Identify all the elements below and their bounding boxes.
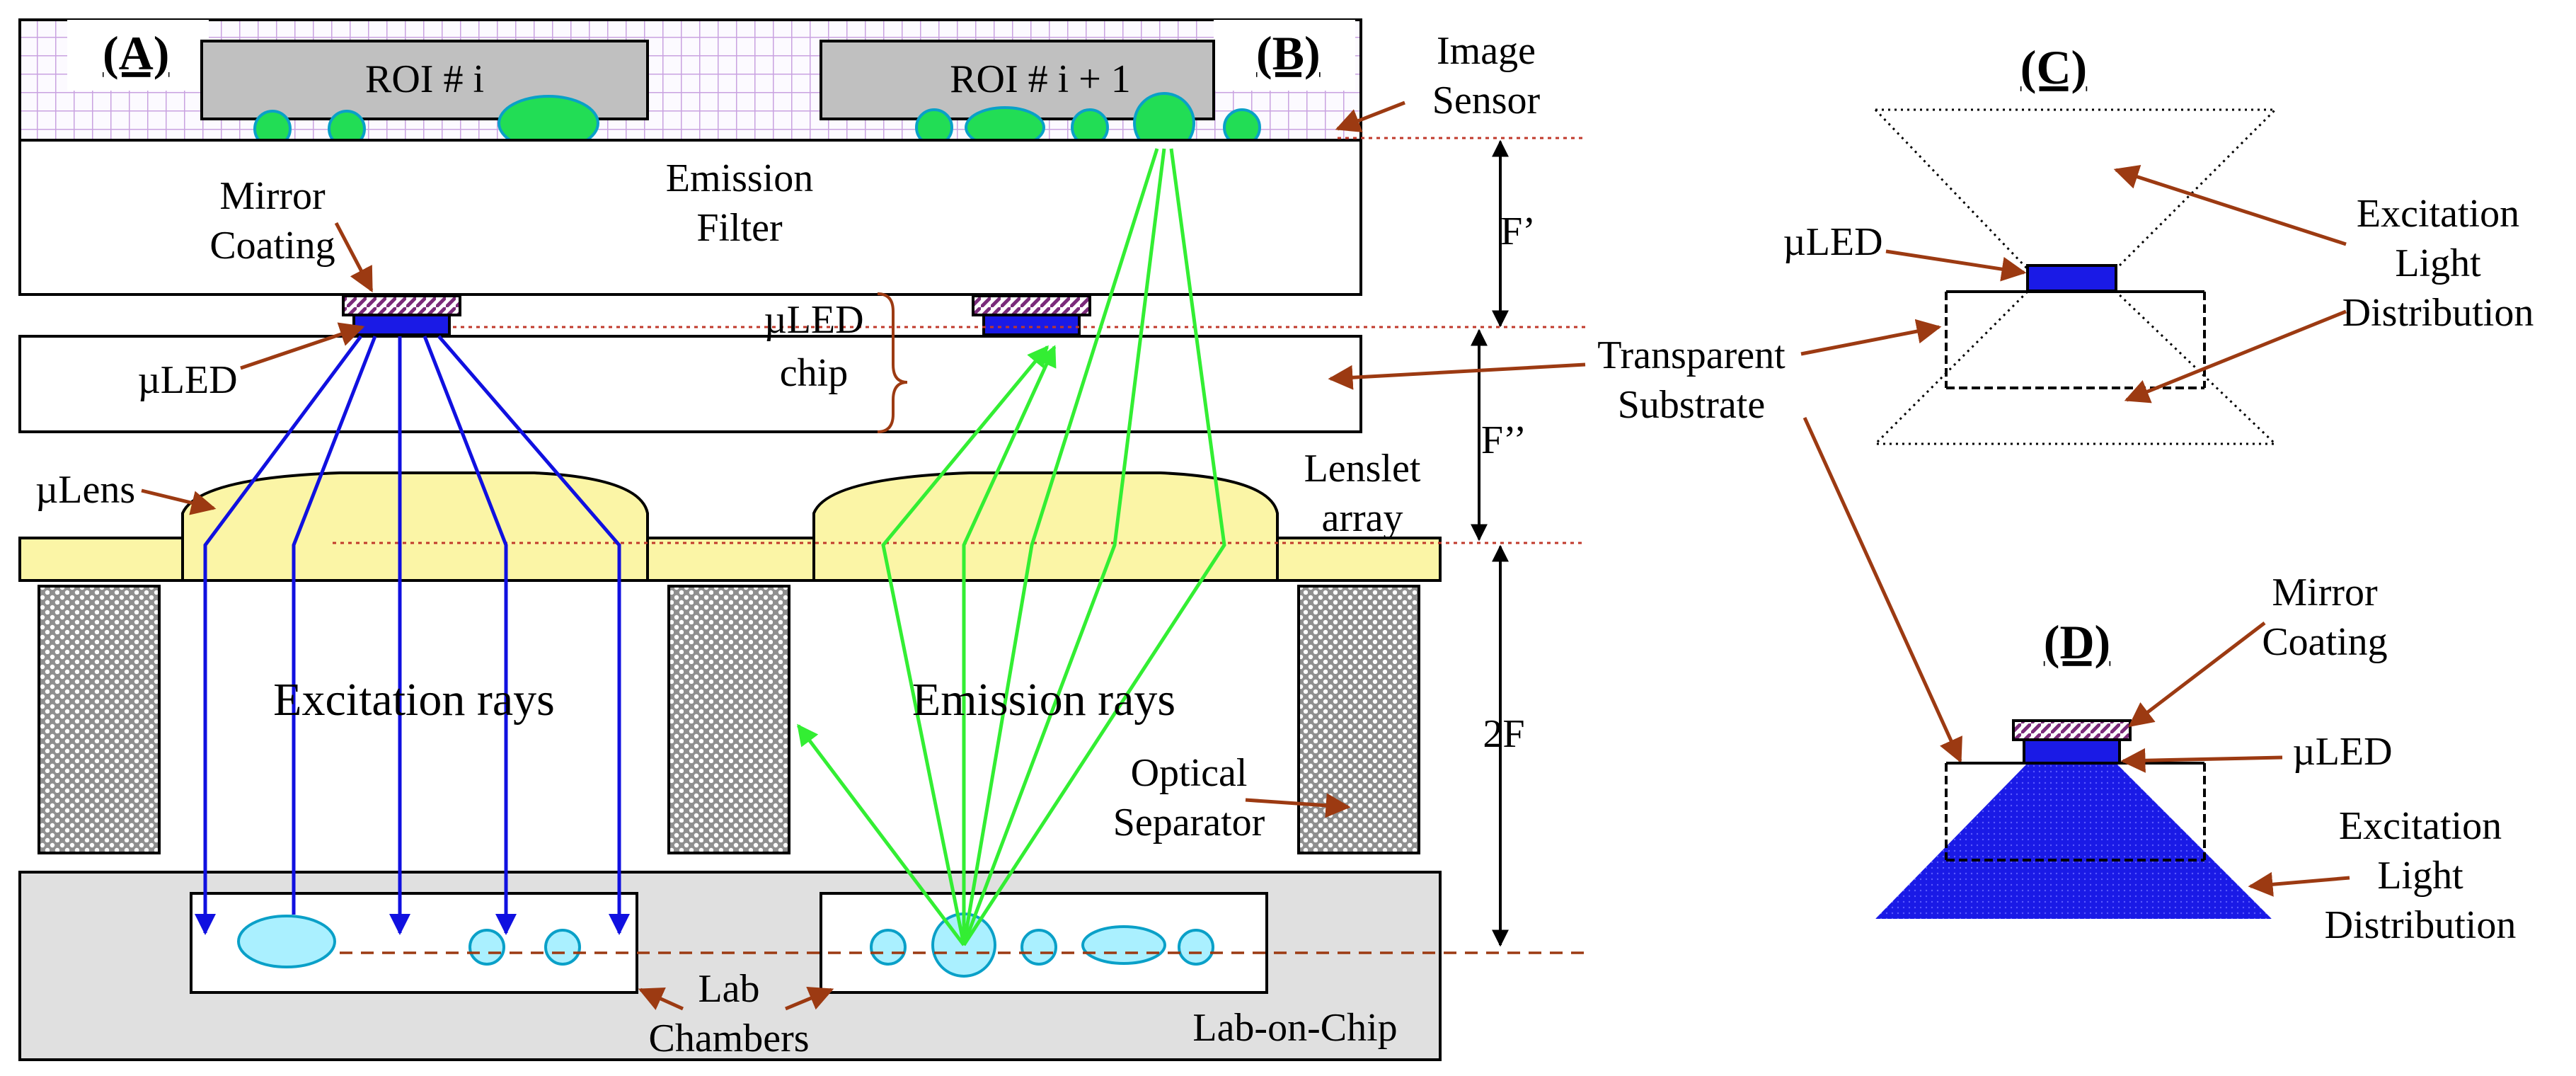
mirror-coating-arrow <box>334 222 374 293</box>
lab-chambers-arrow-left <box>638 987 684 1011</box>
uled-chip-label-1: µLED <box>764 298 863 342</box>
panel-d-uled <box>2023 738 2121 765</box>
optical-separator-2 <box>667 585 790 854</box>
lab-chambers-arrow-right <box>785 986 834 1011</box>
uled-a <box>352 314 451 336</box>
uled-chip-brace <box>877 292 908 433</box>
emission-rays <box>797 148 1226 946</box>
panel-d-mirror-coating-arrow <box>2128 622 2266 728</box>
panel-c-light-cone <box>1873 108 2278 445</box>
panel-d-mirror-coating-label-2: Coating <box>2262 620 2387 664</box>
excitation-rays-label: Excitation rays <box>273 674 555 726</box>
emission-filter <box>18 139 1362 296</box>
emission-filter-label-2: Filter <box>696 206 783 250</box>
panel-a-label-box <box>67 20 209 91</box>
panel-c-label: (C) <box>2020 40 2087 94</box>
mirror-coating-a <box>342 294 461 316</box>
panel-d-label: (D) <box>2044 615 2110 669</box>
lenslet-array <box>18 471 1442 582</box>
emission-filter-label-1: Emission <box>666 156 813 200</box>
panel-c-uled-label: µLED <box>1783 220 1882 264</box>
substrate-arrow-main <box>1328 362 1586 390</box>
f-prime-label: F’ <box>1500 210 1536 253</box>
transparent-substrate-label-2: Substrate <box>1618 383 1765 427</box>
uled-arrow <box>240 322 365 370</box>
optical-separator-arrow <box>1245 793 1351 818</box>
focal-reference-lines <box>333 137 1585 544</box>
optical-separator-1 <box>38 585 161 854</box>
ulens-label: µLens <box>35 468 135 512</box>
excitation-light-arrow-down <box>2124 309 2347 404</box>
panel-d-mirror-coating <box>2012 719 2132 741</box>
panel-d-light-cone <box>1875 763 2272 919</box>
mirror-coating-label-1: Mirror <box>219 174 326 218</box>
panel-d-uled-label: µLED <box>2292 730 2392 774</box>
uled-label: µLED <box>137 358 237 402</box>
optical-separator-label-2: Separator <box>1113 801 1265 845</box>
panel-d-uled-arrow <box>2120 748 2283 773</box>
optical-separator-3 <box>1297 585 1420 854</box>
panel-b-label: (B) <box>1256 26 1321 80</box>
lab-chambers-label-1: Lab <box>698 967 759 1011</box>
image-sensor-label-1: Image <box>1437 29 1536 73</box>
panel-d-mirror-coating-label-1: Mirror <box>2272 571 2378 614</box>
lab-chambers-label-2: Chambers <box>648 1017 809 1060</box>
uled-b <box>982 314 1081 336</box>
image-sensor-arrow <box>1335 101 1405 132</box>
image-sensor-label-2: Sensor <box>1432 79 1541 122</box>
lab-on-chip-label: Lab-on-Chip <box>1192 1006 1397 1050</box>
optical-separator-label-1: Optical <box>1131 751 1248 795</box>
sensor-emission-spots <box>253 92 1261 154</box>
roi-i-label: ROI # i <box>365 57 484 101</box>
panel-d-excitation-label-3: Distribution <box>2325 903 2517 947</box>
substrate-arrow-d <box>1802 416 1962 764</box>
lenslet-array-label-2: array <box>1321 496 1403 540</box>
ulens-arrow <box>141 488 217 515</box>
transparent-substrate-label-1: Transparent <box>1597 333 1786 377</box>
panel-b-label-box <box>1214 20 1355 91</box>
panel-d-excitation-label-2: Light <box>2377 854 2463 898</box>
panel-c-uled-arrow <box>1885 249 2027 282</box>
lenslet-array-label-1: Lenslet <box>1304 447 1421 491</box>
excitation-light-arrow-up <box>2113 165 2347 246</box>
uled-chip-label-2: chip <box>780 351 848 395</box>
panel-a-label: (A) <box>103 26 169 80</box>
excitation-light-distribution-label-2: Light <box>2395 241 2481 285</box>
substrate-arrow-c <box>1800 319 1942 356</box>
panel-d-excitation-label-1: Excitation <box>2339 804 2502 848</box>
mirror-coating-b <box>972 294 1091 316</box>
panel-c-uled <box>2026 264 2117 292</box>
two-f-label: 2F <box>1483 712 1524 756</box>
panel-d-excitation-arrow <box>2248 871 2350 897</box>
excitation-rays <box>195 335 630 935</box>
dimension-arrows <box>1471 139 1509 947</box>
excitation-light-distribution-label-3: Distribution <box>2342 291 2534 335</box>
f-dprime-label: F’’ <box>1481 418 1526 462</box>
roi-i1-label: ROI # i + 1 <box>950 57 1131 101</box>
excitation-light-distribution-label-1: Excitation <box>2357 192 2519 236</box>
mirror-coating-label-2: Coating <box>209 224 335 268</box>
emission-rays-label: Emission rays <box>912 674 1175 726</box>
